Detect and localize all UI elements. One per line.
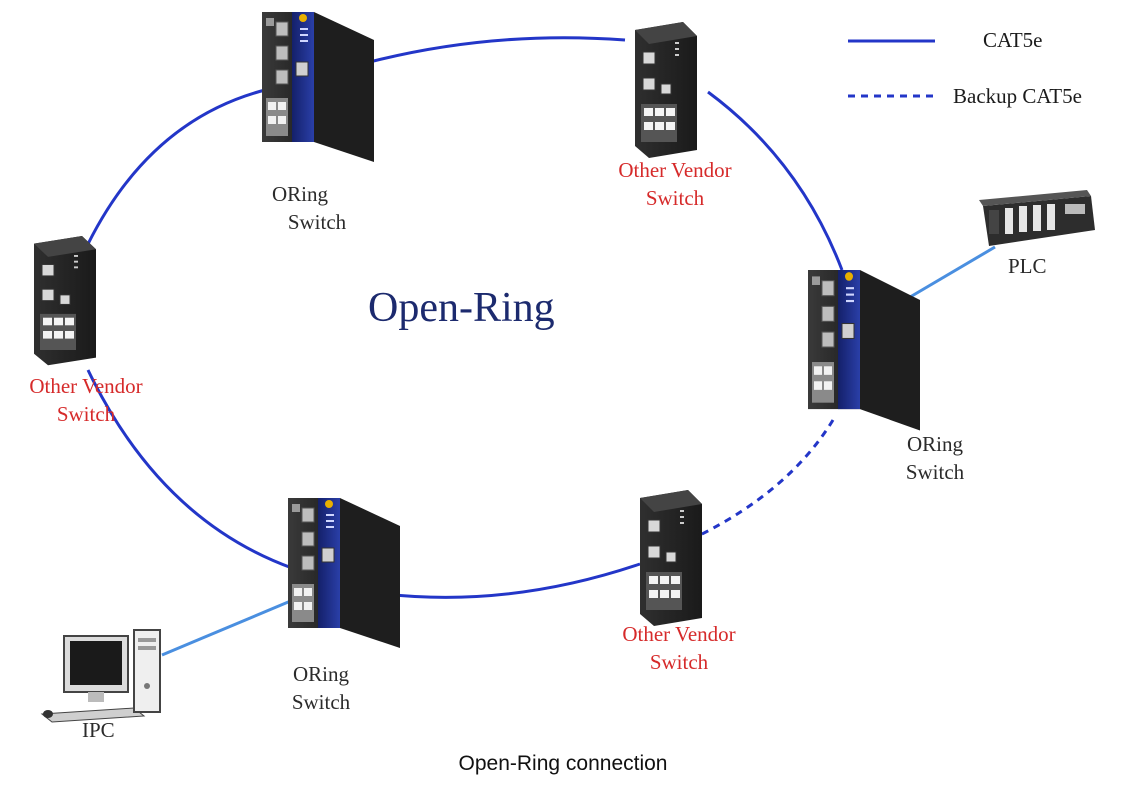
oring-top-label-line1: ORing [272, 182, 329, 206]
plc-link [904, 245, 996, 302]
other-vendor-top-right-label: Other Vendor Switch [590, 156, 760, 212]
ipc-computer-icon [40, 629, 161, 723]
ring-link-left-top [86, 88, 266, 245]
ring-link-topright-right [707, 90, 844, 271]
oring-bottom-label-line2: Switch [291, 690, 351, 714]
legend-solid-label: CAT5e [983, 28, 1043, 52]
ring-link-right-bottomright-backup [699, 419, 835, 537]
oring-right-label-line1: ORing [906, 432, 963, 456]
ring-link-bottom-left [86, 369, 293, 570]
ipc-label: IPC [82, 718, 115, 742]
ring-link-bottomright-bottom [384, 562, 641, 599]
oring-bottom-label-line1: ORing [292, 662, 349, 686]
diagram-title: Open-Ring [368, 285, 555, 331]
oring-top-label: ORing Switch [272, 180, 362, 236]
ipc-link [161, 598, 294, 657]
plc-label: PLC [1008, 254, 1047, 278]
oring-right-label: ORing Switch [890, 430, 980, 486]
oring-switch-top [261, 11, 375, 163]
oring-top-label-line2: Switch [287, 210, 347, 234]
oring-switch-right [807, 269, 921, 432]
oring-right-label-line2: Switch [905, 460, 965, 484]
legend-dashed-label: Backup CAT5e [953, 84, 1082, 108]
other-vendor-top-right-label-line1: Other Vendor [618, 158, 732, 182]
ring-link-top-topright [361, 36, 626, 66]
other-vendor-top-right-label-line2: Switch [645, 186, 705, 210]
other-vendor-bottom-right-label: Other Vendor Switch [594, 620, 764, 676]
other-vendor-switch-top-right [634, 21, 698, 159]
oring-bottom-label: ORing Switch [276, 660, 366, 716]
figure-caption: Open-Ring connection [458, 752, 668, 775]
other-vendor-left-label-line2: Switch [56, 402, 116, 426]
plc-device-icon [979, 190, 1095, 246]
other-vendor-left-label: Other Vendor Switch [0, 372, 172, 428]
other-vendor-bottom-right-label-line2: Switch [649, 650, 709, 674]
other-vendor-switch-bottom-right [639, 489, 703, 627]
other-vendor-left-label-line1: Other Vendor [29, 374, 143, 398]
oring-switch-bottom [287, 497, 401, 649]
other-vendor-bottom-right-label-line1: Other Vendor [622, 622, 736, 646]
other-vendor-switch-left [33, 235, 97, 366]
